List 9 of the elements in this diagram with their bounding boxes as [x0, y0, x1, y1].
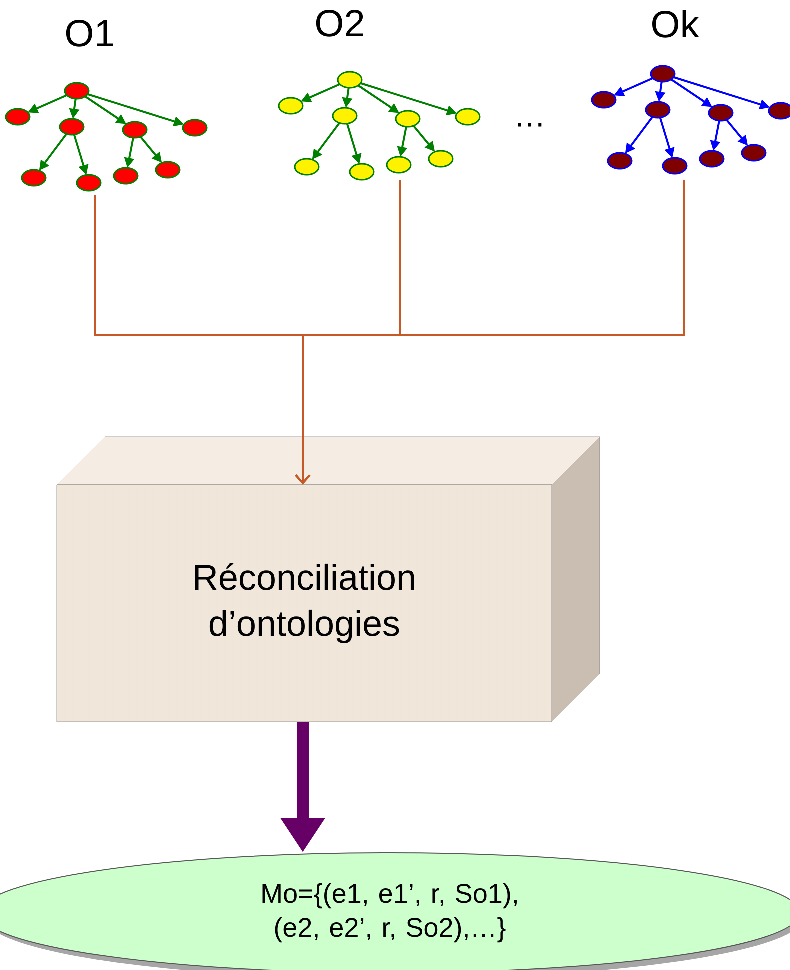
node-label: Ok: [652, 10, 700, 38]
tree-drawing: O2: [278, 10, 481, 181]
node-label: O2: [316, 10, 364, 37]
ellipsis-label: …: [518, 123, 542, 127]
arrow: [295, 180, 685, 485]
tree-drawing: O1: [5, 20, 208, 192]
tree-drawing: Ok: [591, 10, 790, 175]
node-label: O1: [66, 20, 114, 47]
box-drawing: Réconciliation d’ontologies: [56, 436, 600, 722]
